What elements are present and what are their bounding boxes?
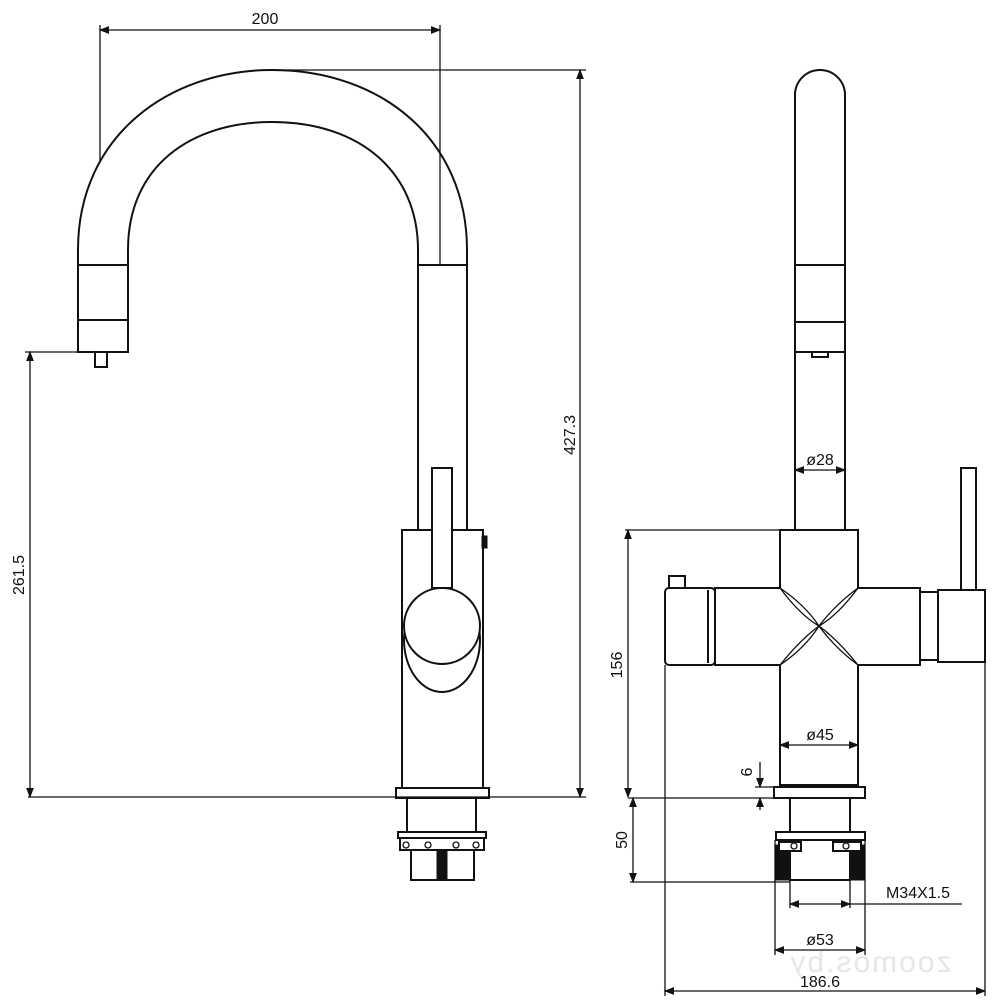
side-view: 200 427.3 261.5 — [11, 11, 586, 881]
spout-tube — [794, 69, 846, 530]
handle-hub — [403, 587, 481, 665]
knob — [481, 535, 488, 549]
dim-body-diameter: ø45 — [806, 727, 834, 744]
dim-thread: M34X1.5 — [886, 885, 950, 902]
dim-body-height: 156 — [609, 652, 626, 679]
dim-base-diameter: ø53 — [806, 932, 834, 949]
side-knob — [668, 575, 686, 589]
lever — [960, 467, 977, 591]
lever — [431, 467, 453, 589]
nut — [399, 837, 485, 851]
front-view: ø28 ø45 156 6 50 M34X1. — [609, 69, 987, 996]
aerator-end — [77, 264, 129, 353]
left-cap — [664, 587, 716, 666]
dim-plate-thickness: 6 — [739, 767, 756, 776]
dim-shank-length: 50 — [614, 831, 631, 849]
spout-inner — [127, 120, 419, 265]
dim-spout-reach: 200 — [252, 11, 279, 28]
spout-outer — [77, 68, 468, 265]
cross-body — [714, 529, 921, 786]
right-handle-hub — [937, 589, 986, 663]
dim-total-width: 186.6 — [800, 974, 840, 991]
dim-tube-diameter: ø28 — [806, 452, 834, 469]
nozzle — [94, 351, 108, 368]
dim-total-height: 427.3 — [562, 415, 579, 455]
base-plate — [773, 786, 866, 799]
dim-spout-height: 261.5 — [11, 555, 28, 595]
